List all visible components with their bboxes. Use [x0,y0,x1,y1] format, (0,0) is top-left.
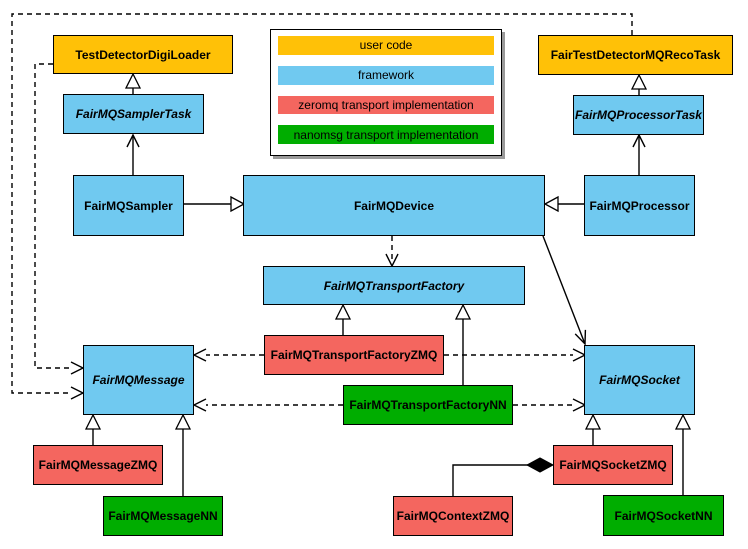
node-fairmqsamplertask: FairMQSamplerTask [63,94,204,134]
node-fairmqsampler: FairMQSampler [73,175,184,236]
inherit-arrow-digiloader [124,72,142,89]
legend-item-framework: framework [278,65,494,85]
open-arrow-message-right-bottom [192,398,207,412]
node-fairmqdevice: FairMQDevice [243,175,545,236]
node-fairtestdetectormqrecotask: FairTestDetectorMQRecoTask [538,35,733,75]
inherit-arrow-factory-zmq [334,303,352,320]
legend-box: user code framework zeromq transport imp… [270,29,502,156]
node-fairmqsocket: FairMQSocket [584,345,695,415]
composition-diamond [525,457,555,473]
open-arrow-processortask [632,133,646,148]
node-fairmqmessagezmq: FairMQMessageZMQ [33,445,163,485]
node-fairmqcontextzmq: FairMQContextZMQ [393,496,513,536]
inherit-arrow-device-left [230,195,246,213]
open-arrow-message-left-bottom [70,386,85,400]
inherit-arrow-socket-nn [674,413,692,430]
inherit-arrow-device-right [543,195,559,213]
node-fairmqtransportfactoryzmq: FairMQTransportFactoryZMQ [264,335,444,375]
node-fairmqmessage: FairMQMessage [83,345,194,415]
edge-contextzmq-sockzmq [452,464,528,496]
node-fairmqprocessortask: FairMQProcessorTask [573,95,704,135]
node-fairmqtransportfactorynn: FairMQTransportFactoryNN [343,385,513,425]
legend-item-user-code: user code [278,36,494,55]
inherit-arrow-message-zmq [84,413,102,430]
open-arrow-socket-corner [574,329,587,346]
legend-item-zeromq: zeromq transport implementation [278,95,494,115]
node-fairmqtransportfactory: FairMQTransportFactory [263,266,525,305]
open-arrow-message-right-top [192,348,207,362]
node-fairmqprocessor: FairMQProcessor [584,175,695,236]
inherit-arrow-factory-nn [454,303,472,320]
edge-recotask-message [11,13,633,394]
inherit-arrow-message-nn [174,413,192,430]
open-arrow-message-left-top [70,361,85,375]
node-testdetectordigiloader: TestDetectorDigiLoader [53,35,233,74]
node-fairmqsocketzmq: FairMQSocketZMQ [553,445,673,485]
edge-digiloader-message [34,63,72,369]
legend-item-nanomsg: nanomsg transport implementation [278,125,494,144]
inherit-arrow-socket-zmq [584,413,602,430]
edge-device-socket [542,235,586,345]
inherit-arrow-recotask [630,73,648,90]
open-arrow-samplertask [126,133,140,148]
node-fairmqmessagenn: FairMQMessageNN [103,496,223,536]
node-fairmqsocketnn: FairMQSocketNN [603,495,724,536]
